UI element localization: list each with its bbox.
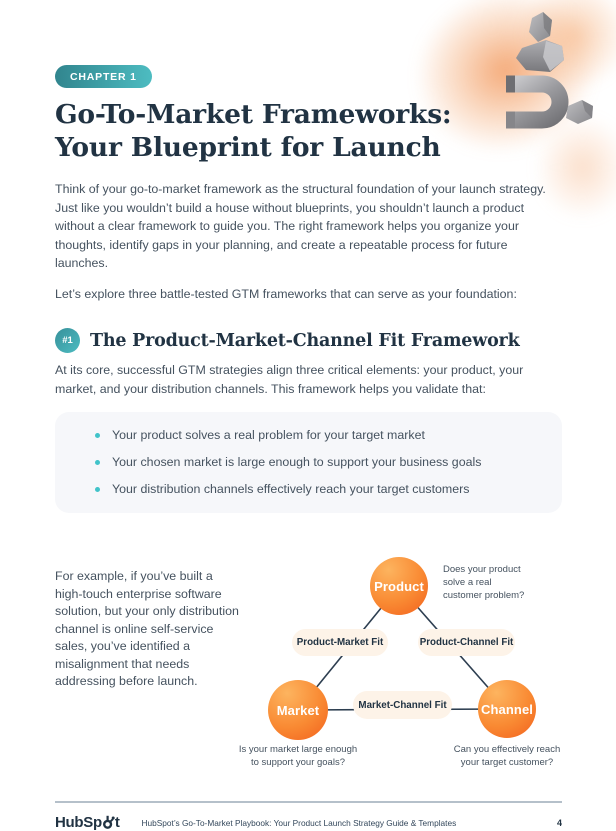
logo-text-prefix: HubSp <box>55 814 102 831</box>
annotation-channel: Can you effectively reach your target cu… <box>453 744 561 768</box>
section-title: The Product-Market-Channel Fit Framework <box>90 330 520 351</box>
footer: HubSp t HubSpot’s Go-To-Market Playbook:… <box>55 814 562 831</box>
annotation-market: Is your market large enough to support y… <box>238 744 358 768</box>
bullet-text: Your product solves a real problem for y… <box>112 428 425 442</box>
edge-label-market-channel-fit: Market-Channel Fit <box>353 691 452 719</box>
node-market: Market <box>268 680 328 740</box>
list-item: Your chosen market is large enough to su… <box>95 454 542 470</box>
bullet-dot-icon <box>95 433 100 438</box>
footer-divider <box>55 801 562 803</box>
highlight-bullet-box: Your product solves a real problem for y… <box>55 412 562 513</box>
section-number-badge: #1 <box>55 328 80 353</box>
page-number: 4 <box>556 817 562 828</box>
product-market-channel-diagram: Product-Market Fit Product-Channel Fit M… <box>230 549 616 787</box>
bullet-dot-icon <box>95 460 100 465</box>
section-body: At its core, successful GTM strategies a… <box>55 363 524 396</box>
bullet-text: Your distribution channels effectively r… <box>112 482 470 496</box>
page-title: Go-To-Market Frameworks: Your Blueprint … <box>55 99 452 163</box>
hubspot-logo: HubSp t <box>55 814 120 831</box>
bullet-text: Your chosen market is large enough to su… <box>112 455 482 469</box>
diagram-section: For example, if you’ve built a high-touc… <box>55 549 562 787</box>
hubspot-sprocket-icon <box>102 815 115 829</box>
chapter-badge: CHAPTER 1 <box>55 65 152 88</box>
node-channel: Channel <box>478 680 536 738</box>
list-item: Your product solves a real problem for y… <box>95 427 542 443</box>
footer-doc-title: HubSpot’s Go-To-Market Playbook: Your Pr… <box>141 817 457 828</box>
rock-stack-magnet-illustration <box>506 12 593 129</box>
logo-text-suffix: t <box>114 814 120 831</box>
section-heading-row: #1 The Product-Market-Channel Fit Framew… <box>55 328 562 353</box>
document-page: { "chapter_badge": { "label": "CHAPTER 1… <box>55 0 616 831</box>
bullet-dot-icon <box>95 487 100 492</box>
intro-paragraph: Think of your go-to-market framework as … <box>55 182 546 270</box>
edge-label-product-channel-fit: Product-Channel Fit <box>418 629 515 656</box>
list-item: Your distribution channels effectively r… <box>95 481 542 497</box>
example-paragraph: For example, if you’ve built a high-touc… <box>55 569 239 688</box>
edge-label-product-market-fit: Product-Market Fit <box>292 629 388 656</box>
annotation-product: Does your product solve a real customer … <box>443 564 525 601</box>
intro-lead-line: Let’s explore three battle-tested GTM fr… <box>55 286 517 301</box>
node-product: Product <box>370 557 428 615</box>
